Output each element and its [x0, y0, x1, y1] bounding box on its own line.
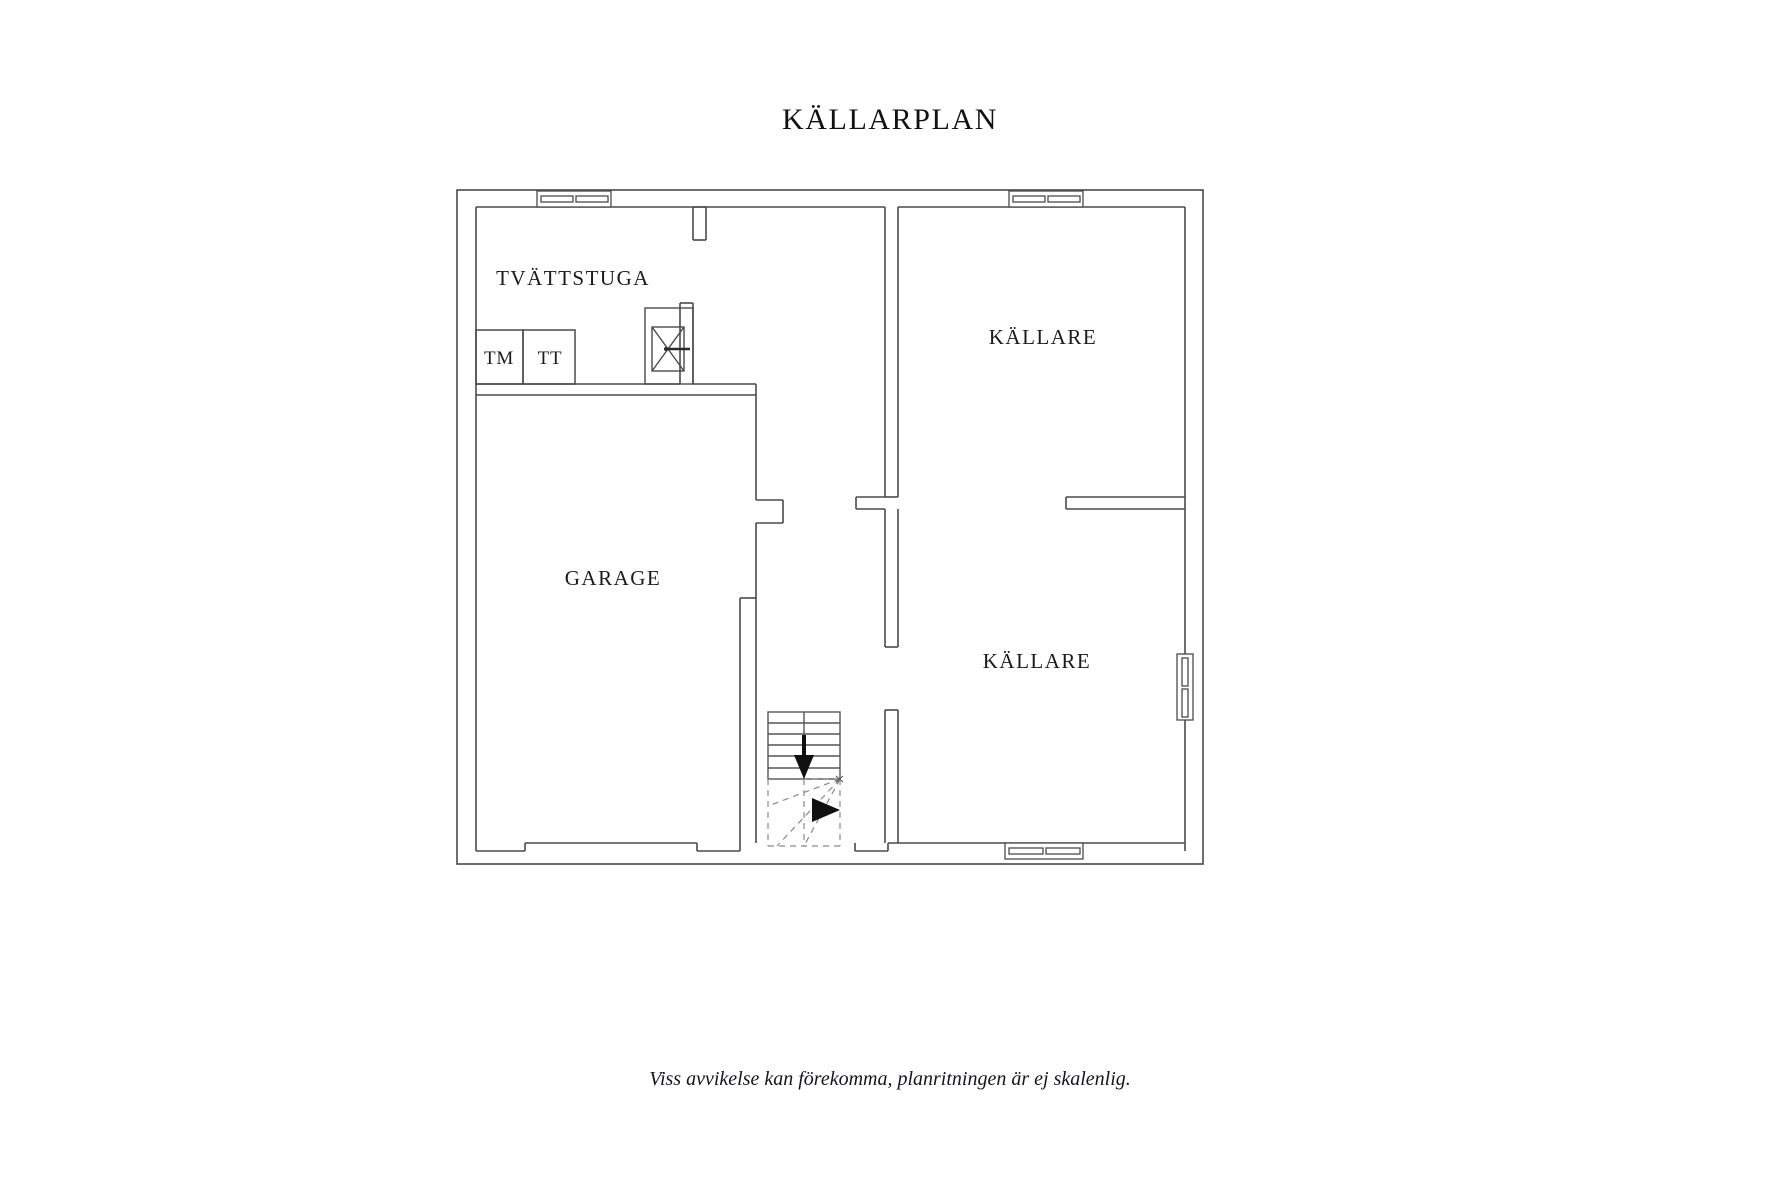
appliance-boxes [475, 329, 576, 385]
appliance-labels: TM TT [484, 348, 562, 369]
window-top-left [536, 190, 612, 208]
room-label-kallare-lower: KÄLLARE [983, 649, 1092, 673]
x-cabinet-fixture [644, 307, 694, 385]
window-right [1176, 653, 1194, 721]
interior-partition-walls [476, 302, 1185, 843]
staircase [767, 711, 844, 847]
room-labels: TVÄTTSTUGA GARAGE KÄLLARE KÄLLARE [496, 266, 1098, 673]
stair-down-arrow [794, 735, 814, 779]
window-bottom [1004, 842, 1084, 860]
appliance-label-tm: TM [484, 348, 514, 369]
room-label-garage: GARAGE [565, 566, 662, 590]
tt-box [522, 329, 576, 385]
page-title: KÄLLARPLAN [782, 103, 998, 136]
window-top-right [1008, 190, 1084, 208]
stair-winder-origin [835, 775, 844, 783]
room-label-kallare-upper: KÄLLARE [989, 325, 1098, 349]
room-label-tvattstuga: TVÄTTSTUGA [496, 266, 650, 290]
plan-disclaimer-caption: Viss avvikelse kan förekomma, planritnin… [649, 1068, 1131, 1090]
inner-wall-faces [475, 206, 1186, 852]
appliance-label-tt: TT [538, 348, 563, 369]
window-symbols [536, 190, 1194, 860]
outer-walls [456, 189, 1204, 865]
stair-direction-arrow [812, 798, 840, 822]
